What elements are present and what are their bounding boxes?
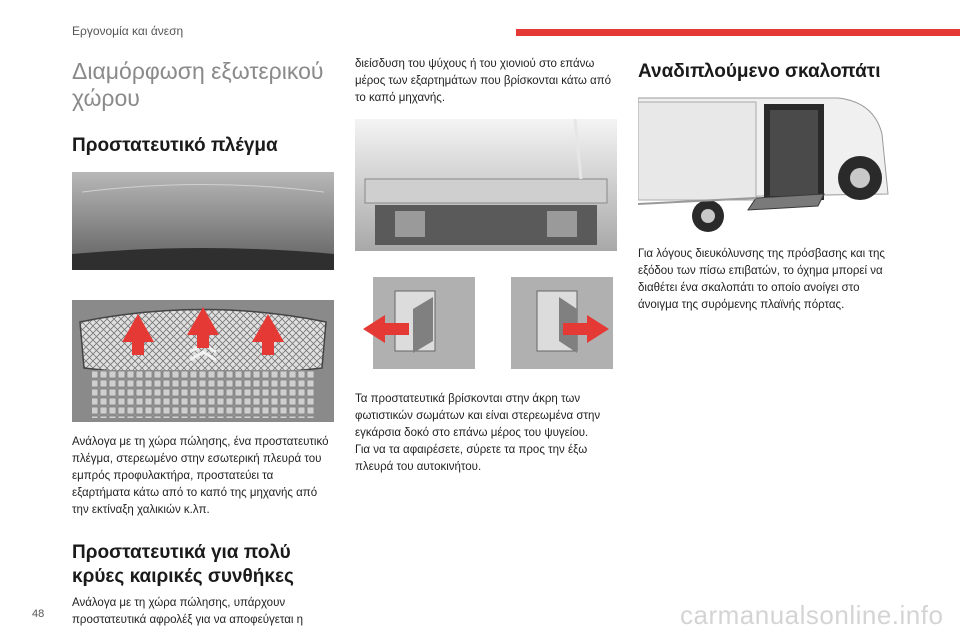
section-header: Εργονομία και άνεση [72, 24, 184, 38]
winter-description-continued: διείσδυση του ψύχους ή του χιονιού στο ε… [355, 58, 612, 104]
winter-heading: Προστατευτικά για πολύ κρύες καιρικές συ… [72, 542, 294, 587]
covers-location-text: Τα προστατευτικά βρίσκονται στην άκρη τω… [355, 393, 601, 439]
column-left: Διαμόρφωση εξωτερικού χώρου Προστατευτικ… [72, 56, 334, 629]
grille-description: Ανάλογα με τη χώρα πώλησης, ένα προστατε… [72, 436, 329, 516]
grille-heading: Προστατευτικό πλέγμα [72, 135, 278, 156]
page-title: Διαμόρφωση εξωτερικού χώρου [72, 58, 324, 111]
van-drawing [638, 94, 900, 234]
step-description: Για λόγους διευκόλυνσης της πρόσβασης κα… [638, 248, 885, 311]
grille-illustration [72, 172, 334, 422]
arrow-icon [122, 307, 284, 355]
step-illustration [638, 94, 900, 234]
grille-drawing [72, 172, 334, 422]
column-right: Αναδιπλούμενο σκαλοπάτι Για λόγους διευκ… [638, 56, 900, 314]
winter-covers-illustration [355, 119, 617, 381]
covers-removal-text: Για να τα αφαιρέσετε, σύρετε τα προς την… [355, 444, 588, 473]
page-number: 48 [32, 608, 45, 620]
step-heading: Αναδιπλούμενο σκαλοπάτι [638, 61, 881, 82]
watermark: carmanualsonline.info [680, 600, 944, 630]
column-middle: διείσδυση του ψύχους ή του χιονιού στο ε… [355, 56, 617, 476]
accent-bar [516, 29, 960, 36]
engine-bay-drawing [355, 119, 617, 369]
winter-description: Ανάλογα με τη χώρα πώλησης, υπάρχουν προ… [72, 597, 304, 626]
arrow-icon [363, 315, 609, 343]
